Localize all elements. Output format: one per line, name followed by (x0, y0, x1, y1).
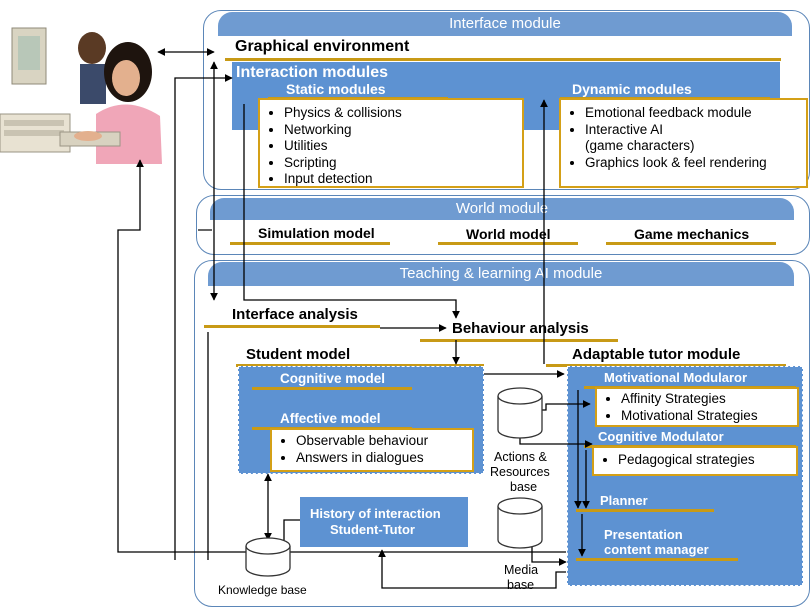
static-module-item: Networking (284, 122, 522, 139)
line-presentation-to-user (117, 159, 566, 553)
behaviour-analysis-underline (420, 339, 618, 342)
motivational-item: Affinity Strategies (621, 391, 797, 408)
student-model-underline (236, 364, 484, 367)
static-module-item: Physics & collisions (284, 105, 522, 122)
presentation-line-1: Presentation (604, 527, 683, 542)
dynamic-modules-box: Emotional feedback module Interactive AI… (559, 98, 808, 188)
line-interaction-behaviour (243, 104, 460, 319)
planner-label: Planner (600, 493, 648, 508)
actions-resources-line-1: Actions & (494, 450, 547, 464)
actions-resources-line-2: Resources (490, 465, 550, 479)
actions-resources-cylinder (497, 387, 543, 439)
adaptable-tutor-underline (546, 364, 786, 367)
simulation-model-underline (230, 242, 390, 245)
dynamic-module-item: Graphics look & feel rendering (585, 155, 806, 172)
student-model-title: Student model (246, 346, 351, 363)
media-base-cylinder (497, 497, 543, 549)
affective-item: Answers in dialogues (296, 450, 472, 467)
teaching-module-header: Teaching & learning AI module (208, 262, 794, 286)
dynamic-module-item-cont: (game characters) (585, 138, 695, 153)
static-module-item: Scripting (284, 155, 522, 172)
game-mechanics-label: Game mechanics (634, 226, 750, 242)
media-base-line-1: Media (504, 563, 539, 577)
knowledge-base-label: Knowledge base (218, 583, 307, 597)
adaptable-tutor-title: Adaptable tutor module (572, 346, 741, 363)
history-line-2: Student-Tutor (330, 522, 415, 537)
line-bottom-loop (378, 549, 566, 589)
motivational-item: Motivational Strategies (621, 408, 797, 425)
graphical-environment-label: Graphical environment (235, 38, 410, 55)
interface-analysis-label: Interface analysis (232, 306, 358, 323)
line-history-knowledge (283, 519, 300, 546)
dynamic-modules-title: Dynamic modules (572, 81, 692, 97)
dynamic-module-item: Emotional feedback module (585, 105, 806, 122)
world-module-header: World module (210, 198, 794, 220)
cognitive-model-label: Cognitive model (280, 371, 386, 386)
graphical-environment-underline (225, 58, 781, 61)
interface-module-header: Interface module (218, 12, 792, 36)
dynamic-module-item: Interactive AI (585, 122, 806, 139)
history-block (300, 497, 468, 547)
actions-resources-line-3: base (510, 480, 538, 494)
cognitive-item: Pedagogical strategies (618, 452, 796, 469)
line-left-loop (174, 74, 233, 560)
presentation-line-2: content manager (604, 542, 709, 557)
static-modules-box: Physics & collisions Networking Utilitie… (258, 98, 524, 188)
affective-item: Observable behaviour (296, 433, 472, 450)
interaction-modules-label: Interaction modules (236, 64, 389, 81)
static-module-item: Utilities (284, 138, 522, 155)
affective-model-label: Affective model (280, 411, 381, 426)
game-mechanics-underline (606, 242, 776, 245)
planner-underline (576, 509, 714, 512)
user-photo (0, 24, 175, 174)
presentation-underline (576, 558, 738, 561)
motivational-modulator-label: Motivational Modularor (604, 370, 747, 385)
knowledge-base-cylinder (245, 537, 291, 577)
cognitive-modulator-box: Pedagogical strategies (592, 446, 798, 476)
world-model-underline (438, 242, 578, 245)
world-model-label: World model (466, 226, 551, 242)
motivational-box: Affinity Strategies Motivational Strateg… (595, 387, 799, 427)
behaviour-analysis-label: Behaviour analysis (452, 320, 589, 337)
interface-analysis-underline (204, 325, 380, 328)
history-line-1: History of interaction (310, 506, 441, 521)
cognitive-modulator-label: Cognitive Modulator (598, 429, 724, 444)
cognitive-model-underline (252, 387, 412, 390)
affective-model-box: Observable behaviour Answers in dialogue… (270, 428, 474, 472)
simulation-model-label: Simulation model (258, 225, 375, 241)
static-modules-title: Static modules (286, 81, 386, 97)
static-module-item: Input detection (284, 171, 522, 188)
